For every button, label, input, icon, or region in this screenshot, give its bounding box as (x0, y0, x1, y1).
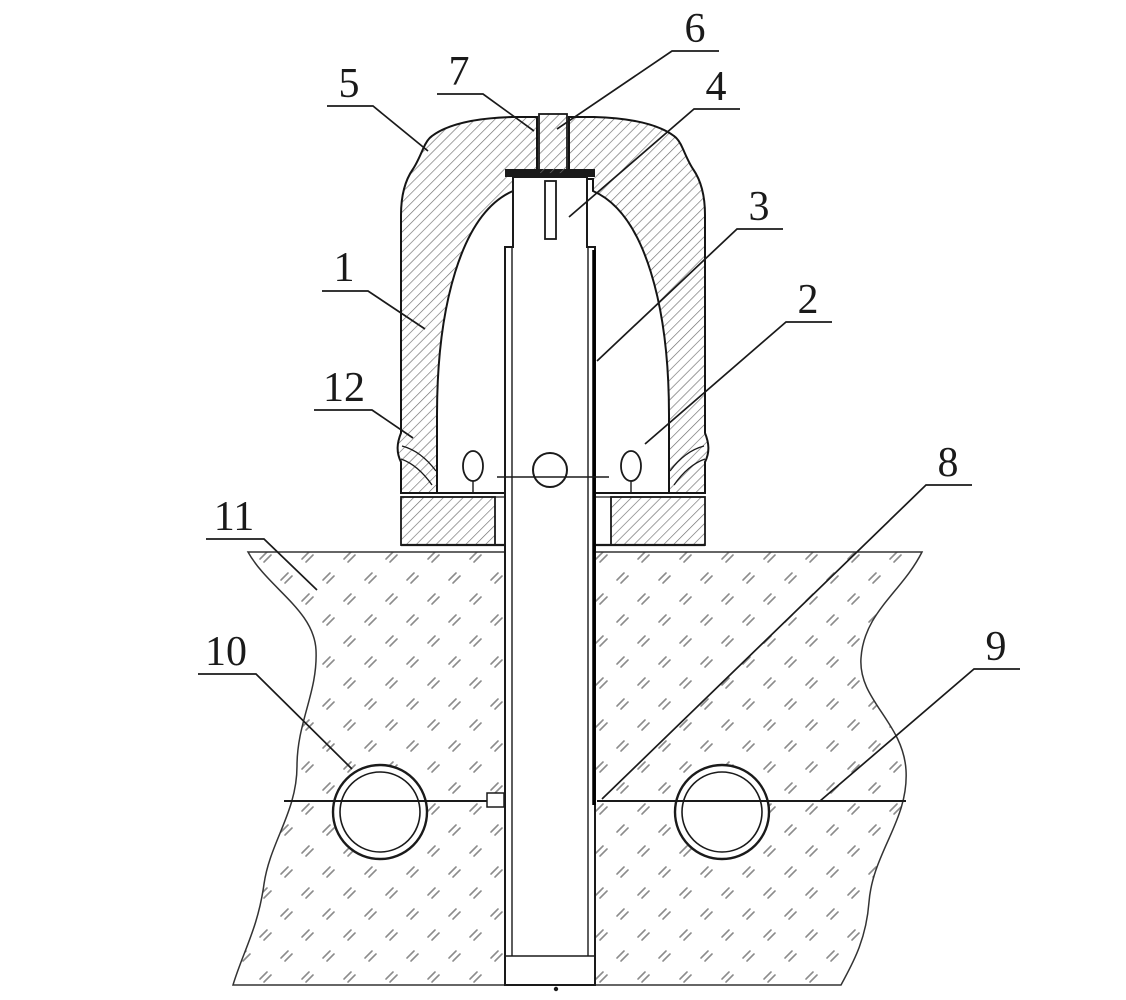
top-plug (538, 113, 568, 175)
callout-1: 1 (322, 245, 426, 330)
leader-line (198, 673, 353, 770)
leader-line (437, 93, 535, 132)
part-number-label: 8 (938, 440, 959, 486)
leader-line (644, 321, 832, 445)
callout-12: 12 (314, 365, 414, 439)
tube-side-fitting (486, 792, 505, 808)
left-vent-hole (462, 450, 484, 493)
part-number-label: 7 (449, 49, 470, 95)
leader-line (568, 108, 740, 218)
right-buried-conduit (673, 763, 771, 861)
part-number-label: 11 (214, 494, 254, 540)
callout-4: 4 (568, 64, 740, 218)
leader-line (596, 228, 783, 362)
center-tube-inner-walls (505, 247, 595, 957)
leader-line (314, 409, 414, 439)
bottom-tick (553, 986, 559, 992)
part-number-label: 4 (706, 64, 727, 110)
part-number-label: 12 (323, 365, 365, 411)
leader-line (601, 484, 972, 800)
right-vent-hole (620, 450, 642, 493)
callout-5: 5 (327, 61, 429, 152)
cross-pin-hole (532, 452, 568, 488)
part-number-label: 3 (749, 184, 770, 230)
leader-line (322, 290, 426, 330)
part-number-label: 1 (334, 245, 355, 291)
leader-line (327, 105, 429, 152)
callout-8: 8 (601, 440, 972, 800)
housing-groove-lines (400, 445, 706, 486)
inner-pin (544, 180, 557, 240)
callout-10: 10 (198, 629, 353, 770)
leader-line (556, 50, 719, 130)
callout-3: 3 (596, 184, 783, 362)
leader-line (206, 538, 318, 591)
left-buried-conduit (331, 763, 429, 861)
part-number-label: 10 (205, 629, 247, 675)
callout-7: 7 (437, 49, 535, 132)
part-number-label: 5 (339, 61, 360, 107)
part-number-label: 9 (986, 624, 1007, 670)
callout-6: 6 (556, 6, 719, 130)
part-number-label: 6 (685, 6, 706, 52)
callout-9: 9 (819, 624, 1020, 802)
callout-11: 11 (206, 494, 318, 591)
callout-2: 2 (644, 277, 832, 445)
leader-line (819, 668, 1020, 802)
part-number-label: 2 (798, 277, 819, 323)
center-tube (504, 176, 596, 986)
